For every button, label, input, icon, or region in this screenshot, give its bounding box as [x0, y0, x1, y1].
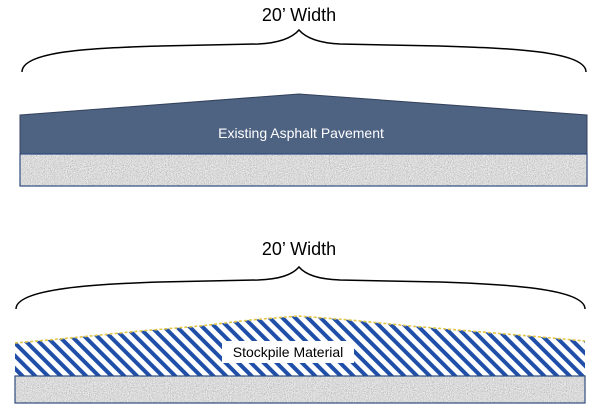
bottom-width-brace	[15, 265, 586, 310]
asphalt-pavement-layer	[19, 93, 588, 155]
top-width-brace	[21, 28, 587, 73]
bottom-section: 20’ Width Stockpile Material	[14, 239, 586, 404]
bottom-aggregate-base-layer	[15, 376, 585, 403]
stockpile-label-background	[222, 341, 354, 363]
top-aggregate-base-layer	[20, 154, 587, 186]
top-width-label: 20’ Width	[262, 5, 336, 25]
stockpile-top-edge	[14, 315, 586, 344]
top-aggregate-base-outline	[19, 153, 588, 187]
asphalt-pavement-label: Existing Asphalt Pavement	[218, 125, 384, 141]
bottom-aggregate-base-outline	[14, 375, 586, 404]
stockpile-material-label: Stockpile Material	[233, 344, 344, 360]
bottom-width-label: 20’ Width	[262, 239, 336, 259]
top-section: 20’ Width Existing Asphalt Pavement	[19, 5, 588, 187]
